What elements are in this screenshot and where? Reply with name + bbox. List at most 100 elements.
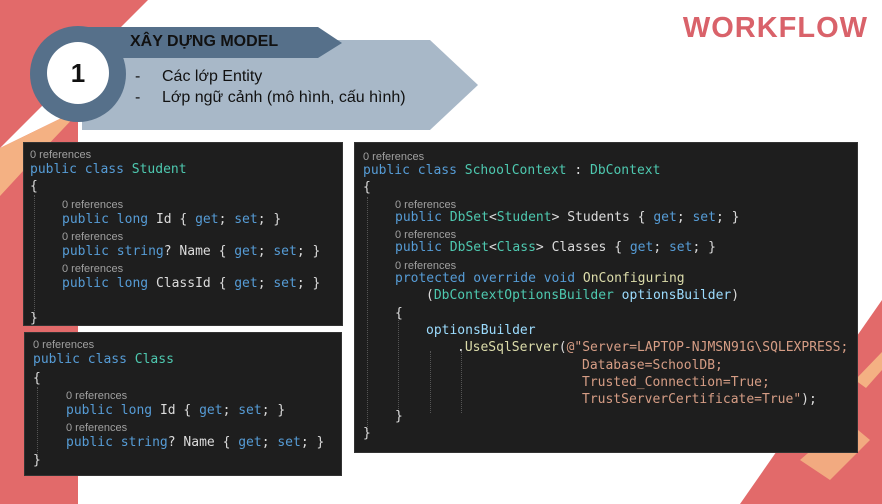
keyword: set [234,212,258,227]
punct: ; [676,210,685,225]
indent-guide [367,197,368,431]
punct: ; [218,212,227,227]
identifier: ClassId [155,276,211,291]
identifier: Name [179,244,211,259]
indent-guide [430,351,431,413]
keyword: protected [395,271,466,286]
punct: ? [167,435,176,450]
code-line: public class SchoolContext : DbContext [363,163,660,179]
code-line: public DbSet<Student> Students { get; se… [395,210,739,226]
bullet-item: -Lớp ngữ cảnh (mô hình, cấu hình) [135,87,406,108]
punct: > [535,240,544,255]
keyword: public [33,352,80,367]
punct: ; [692,240,701,255]
keyword: set [277,435,301,450]
punct: ; [222,403,231,418]
punct: ) [731,288,740,303]
identifier: Students [567,210,630,225]
code-line: public long Id { get; set; } [66,403,285,419]
brace: { [183,403,192,418]
brace: { [30,179,38,194]
brace: } [316,435,325,450]
keyword: set [273,276,297,291]
keyword: get [199,403,223,418]
class-name: SchoolContext [464,163,567,178]
keyword: get [653,210,677,225]
class-name: Student [496,210,552,225]
brace: } [363,426,371,441]
parameter: optionsBuilder [426,323,536,338]
code-line: protected override void OnConfiguring [395,271,685,287]
class-name: DbSet [449,210,489,225]
keyword: public [66,435,113,450]
punct: . [457,340,465,355]
code-line: } [33,453,41,469]
identifier: Id [159,403,176,418]
punct: > [551,210,560,225]
references-label: 0 references [62,263,124,275]
string-literal: TrustServerCertificate=True" [582,392,802,407]
keyword: override [473,271,536,286]
brace: { [179,212,188,227]
punct: ; [296,276,305,291]
punct: ; [715,210,724,225]
brace: { [363,180,371,195]
string-literal: @"Server=LAPTOP-NJMSN91G\SQLEXPRESS; [566,340,849,355]
punct: ; [261,435,270,450]
references-label: 0 references [395,260,457,272]
code-line: public DbSet<Class> Classes { get; set; … [395,240,716,256]
indent-guide [37,387,38,459]
brace: { [33,371,41,386]
identifier: Classes [551,240,607,255]
method-name: UseSqlServer [464,340,559,355]
brace: { [614,240,623,255]
keyword: get [195,212,219,227]
punct: ? [163,244,172,259]
references-label: 0 references [395,229,457,241]
references-label: 0 references [395,199,457,211]
string-literal: Database=SchoolDB; [582,358,723,373]
brace: { [222,435,231,450]
keyword: string [116,244,164,259]
keyword: get [629,240,654,255]
keyword: long [120,403,153,418]
punct: ( [558,340,567,355]
punct: ; [257,212,266,227]
code-line: } [30,311,38,327]
indent-guide [398,317,399,413]
class-name: DbContext [590,163,661,178]
code-line: { [33,371,41,387]
indent-guide [461,351,462,413]
brace: { [395,306,403,321]
step-number: 1 [47,42,109,104]
keyword: public [395,240,442,255]
brace: } [708,240,716,255]
string-literal: Trusted_Connection=True; [582,375,770,390]
bullet-dash: - [135,68,141,85]
method-name: OnConfiguring [582,271,685,286]
brace: { [637,210,646,225]
brace: } [33,453,41,468]
keyword: public [395,210,442,225]
code-line: Trusted_Connection=True; [582,375,770,391]
step-bullet-list: -Các lớp Entity -Lớp ngữ cảnh (mô hình, … [135,66,406,108]
code-line: public long Id { get; set; } [62,212,281,228]
step-body-arrow [82,40,478,130]
references-label: 0 references [30,149,92,161]
identifier: Id [155,212,172,227]
code-line: TrustServerCertificate=True"); [582,392,817,408]
code-line: optionsBuilder [426,323,536,339]
keyword: public [62,244,109,259]
references-label: 0 references [66,422,128,434]
bullet-dash: - [135,89,141,106]
student-code-panel: 0 references public class Student { 0 re… [23,142,343,326]
keyword: long [116,276,149,291]
brace: } [30,311,38,326]
keyword: public [30,162,77,177]
references-label: 0 references [363,151,425,163]
brace: } [395,409,403,424]
references-label: 0 references [62,231,124,243]
keyword: string [120,435,168,450]
punct: ; [653,240,662,255]
